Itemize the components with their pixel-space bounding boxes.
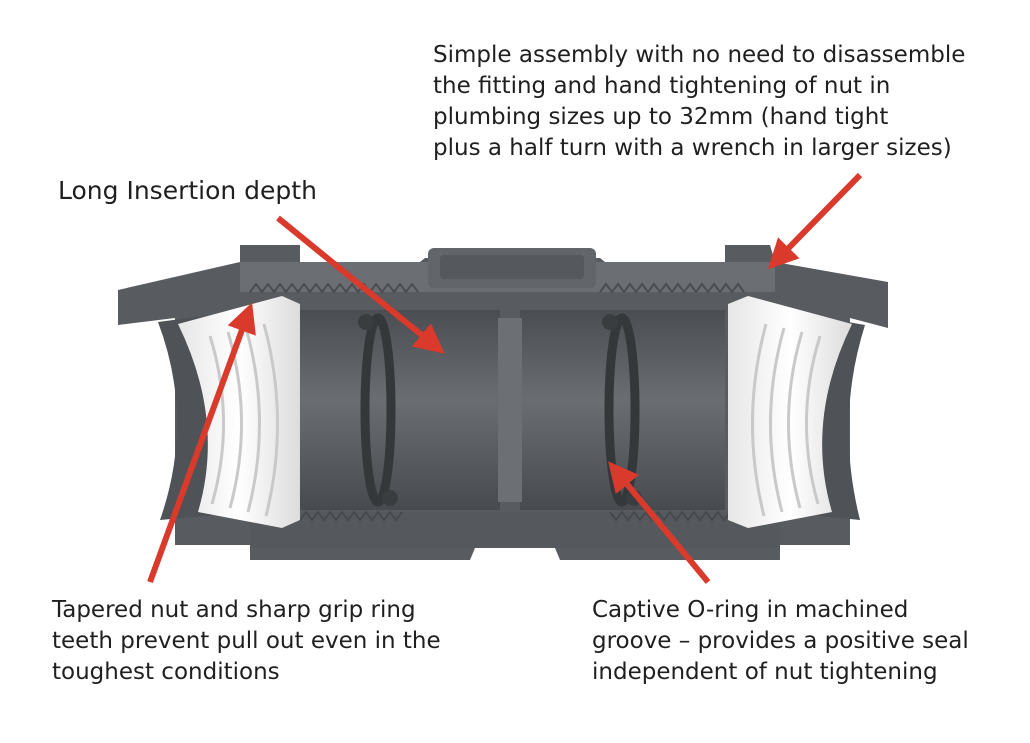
right-o-ring [602,313,642,507]
arrow-insertion [276,215,445,354]
right-grip-ring [728,296,852,528]
left-grip-ring [178,296,300,528]
left-o-ring [358,313,398,507]
callout-simple-assembly: Simple assembly with no need to disassem… [433,42,966,161]
arrow-assembly [767,172,863,270]
callout-captive-o-ring: Captive O-ring in machined groove – prov… [592,597,969,685]
callout-tapered-nut-grip-ring: Tapered nut and sharp grip ring teeth pr… [52,597,441,685]
callout-long-insertion-depth: Long Insertion depth [58,176,317,205]
arrow-oring [608,461,711,584]
arrow-grip [147,302,256,584]
